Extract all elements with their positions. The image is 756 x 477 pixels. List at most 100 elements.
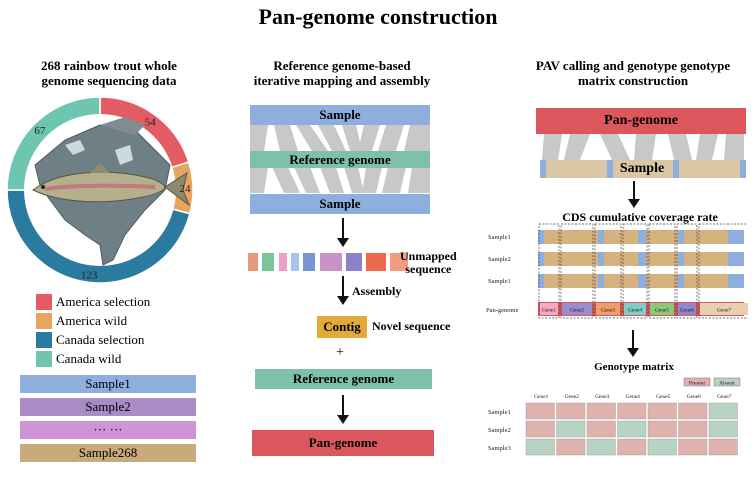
- matrix-cell: [678, 438, 708, 456]
- arrow-down-2: [337, 276, 349, 305]
- sample-bar: Sample268: [20, 444, 196, 462]
- matrix-col-label: Gene3: [595, 394, 610, 400]
- matrix-col-label: Gene5: [656, 394, 671, 400]
- legend-label: America selection: [56, 293, 151, 309]
- matrix-cell: [586, 438, 616, 456]
- cds-segment: [544, 230, 598, 244]
- right-heading-line1: PAV calling and genotype genotype: [535, 58, 731, 73]
- cds-segment: [678, 252, 684, 266]
- cds-segment: [646, 230, 678, 244]
- gene-dashed-box: [698, 223, 748, 319]
- cds-segment: [598, 230, 604, 244]
- gene-block: [562, 303, 592, 315]
- legend-label: Canada selection: [56, 331, 145, 347]
- donut-label-3: 67: [34, 125, 46, 137]
- arrow-down-4: [628, 181, 640, 208]
- right-sample-label: Sample: [619, 161, 665, 176]
- page-title: Pan-genome construction: [258, 4, 498, 29]
- arrow-down-3: [337, 395, 349, 424]
- gene-dashed-box: [676, 223, 698, 319]
- gene-label: Gene4: [628, 308, 643, 314]
- gene-label: Gene5: [655, 308, 670, 314]
- cds-segment: [604, 274, 638, 288]
- matrix-cell: [708, 402, 738, 420]
- cds-segment: [678, 274, 684, 288]
- gene-label: Gene7: [717, 308, 732, 314]
- gene-block: [678, 303, 696, 315]
- legend-label: America wild: [56, 312, 128, 328]
- right-pan-genome-bar: Pan-genome: [536, 108, 746, 134]
- pan-sample-alignment: [542, 134, 744, 160]
- cds-segment: [538, 230, 544, 244]
- cds-segment: [728, 230, 744, 244]
- sample-bar: ··· ···: [20, 421, 196, 439]
- mapping-alignment: [250, 125, 430, 193]
- unmapped-block: [303, 253, 315, 271]
- assembly-label: Assembly: [352, 284, 402, 298]
- matrix-cell: [586, 420, 616, 438]
- reference-genome-bar: Reference genome: [250, 151, 430, 168]
- gene-dashed-box: [594, 223, 622, 319]
- cds-segment: [544, 274, 598, 288]
- gene-dashed-box: [538, 223, 560, 319]
- unmapped-label: Unmapped sequence: [400, 250, 457, 276]
- matrix-cell: [647, 402, 677, 420]
- middle-heading-line1: Reference genome-based: [273, 58, 411, 73]
- matrix-col-label: Gene1: [534, 394, 549, 400]
- cds-segment: [538, 252, 544, 266]
- cds-pan-label: Pan-genome: [486, 307, 519, 314]
- present-label: Present: [689, 381, 706, 387]
- cds-segment: [598, 274, 604, 288]
- cds-row-label: Sample2: [488, 256, 511, 263]
- unmapped-block: [320, 253, 342, 271]
- unmapped-label-line2: sequence: [405, 262, 452, 276]
- cds-row-label: Sample1: [488, 278, 511, 285]
- cds-segment: [678, 230, 684, 244]
- matrix-row-label: Sample3: [488, 445, 511, 452]
- sample-bar: Sample1: [20, 375, 196, 393]
- present-swatch: [683, 377, 711, 387]
- sample-bar-top: Sample: [250, 105, 430, 125]
- unmapped-label-line1: Unmapped: [400, 249, 457, 263]
- sample-bar: Sample2: [20, 398, 196, 416]
- absent-swatch: [713, 377, 741, 387]
- novel-sequence-label: Novel sequence: [372, 319, 451, 333]
- matrix-col-label: Gene6: [687, 394, 702, 400]
- matrix-cell: [556, 402, 586, 420]
- cds-segment: [646, 252, 678, 266]
- left-heading-line2: genome sequencing data: [41, 73, 177, 88]
- middle-heading: Reference genome-based iterative mapping…: [222, 58, 462, 88]
- gene-label: Gene2: [570, 308, 585, 314]
- gene-block: [650, 303, 674, 315]
- legend-item: America selection: [36, 292, 150, 311]
- matrix-cell: [678, 420, 708, 438]
- matrix-cell: [617, 438, 647, 456]
- unmapped-block: [366, 253, 386, 271]
- matrix-row-label: Sample1: [488, 409, 511, 416]
- donut-label-0: 54: [145, 116, 157, 128]
- left-heading-line1: 268 rainbow trout whole: [41, 58, 177, 73]
- gene-label: Gene1: [542, 308, 557, 314]
- matrix-cell: [708, 438, 738, 456]
- absent-label: Absent: [719, 381, 735, 387]
- contig-box: Contig: [317, 316, 367, 338]
- rainbow-trout-image: [32, 163, 191, 207]
- genotype-matrix-title: Genotype matrix: [594, 361, 674, 373]
- gene-dashed-box: [622, 223, 648, 319]
- legend-swatch: [36, 331, 52, 348]
- unmapped-block: [346, 253, 362, 271]
- unmapped-block: [262, 253, 274, 271]
- cds-segment: [598, 252, 604, 266]
- cds-segment: [638, 230, 646, 244]
- matrix-cell: [586, 402, 616, 420]
- unmapped-block: [291, 253, 299, 271]
- cds-segment: [728, 252, 744, 266]
- donut-label-1: 24: [179, 183, 191, 195]
- unmapped-block: [248, 253, 258, 271]
- matrix-col-label: Gene4: [626, 394, 641, 400]
- cds-segment: [728, 274, 744, 288]
- matrix-cell: [678, 402, 708, 420]
